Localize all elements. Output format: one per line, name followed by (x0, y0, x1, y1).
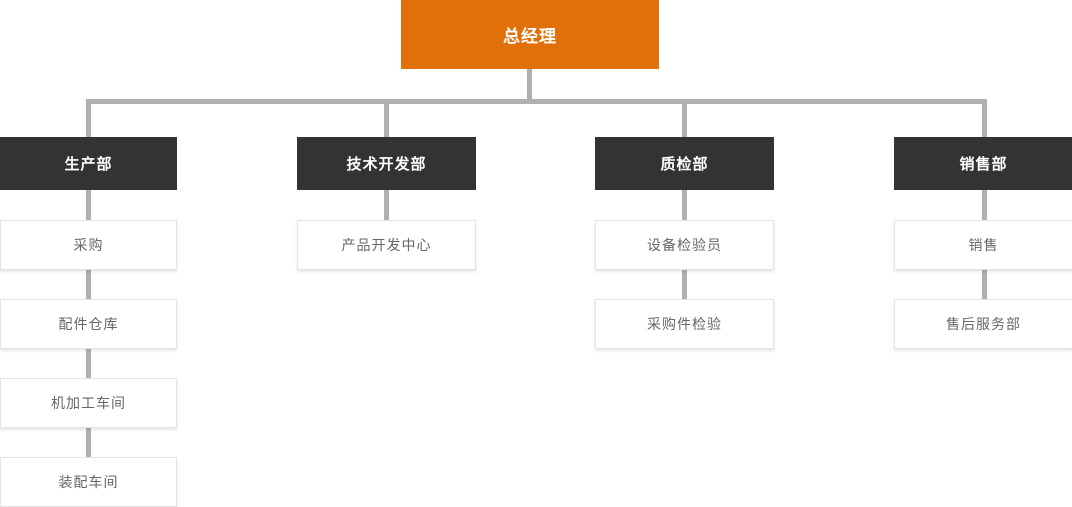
connector-dept3child1-to-child2 (682, 269, 687, 300)
connector-bus-to-dept-3 (682, 99, 687, 137)
node-department-sales[interactable]: 销售部 (894, 137, 1072, 190)
connector-dept2-to-child1 (384, 190, 389, 221)
connector-bus-to-dept-1 (86, 99, 91, 137)
node-after-sales-service[interactable]: 售后服务部 (894, 299, 1072, 349)
node-sales[interactable]: 销售 (894, 220, 1072, 270)
connector-child2-to-child3 (86, 348, 91, 379)
node-purchased-parts-inspection[interactable]: 采购件检验 (595, 299, 774, 349)
connector-dept1-to-child1 (86, 190, 91, 221)
node-purchasing[interactable]: 采购 (0, 220, 177, 270)
connector-child1-to-child2 (86, 269, 91, 300)
connector-dept3-to-child1 (682, 190, 687, 221)
node-parts-warehouse[interactable]: 配件仓库 (0, 299, 177, 349)
node-assembly-workshop[interactable]: 装配车间 (0, 457, 177, 507)
node-general-manager[interactable]: 总经理 (401, 0, 659, 69)
connector-root-down (527, 69, 532, 104)
connector-horizontal-bus (86, 99, 987, 104)
node-department-tech-development[interactable]: 技术开发部 (297, 137, 476, 190)
connector-dept4child1-to-child2 (982, 269, 987, 300)
node-department-production[interactable]: 生产部 (0, 137, 177, 190)
node-equipment-inspector[interactable]: 设备检验员 (595, 220, 774, 270)
node-machining-workshop[interactable]: 机加工车间 (0, 378, 177, 428)
node-department-quality-inspection[interactable]: 质检部 (595, 137, 774, 190)
connector-child3-to-child4 (86, 427, 91, 458)
node-product-development-center[interactable]: 产品开发中心 (297, 220, 476, 270)
connector-bus-to-dept-4 (982, 99, 987, 137)
connector-bus-to-dept-2 (384, 99, 389, 137)
connector-dept4-to-child1 (982, 190, 987, 221)
